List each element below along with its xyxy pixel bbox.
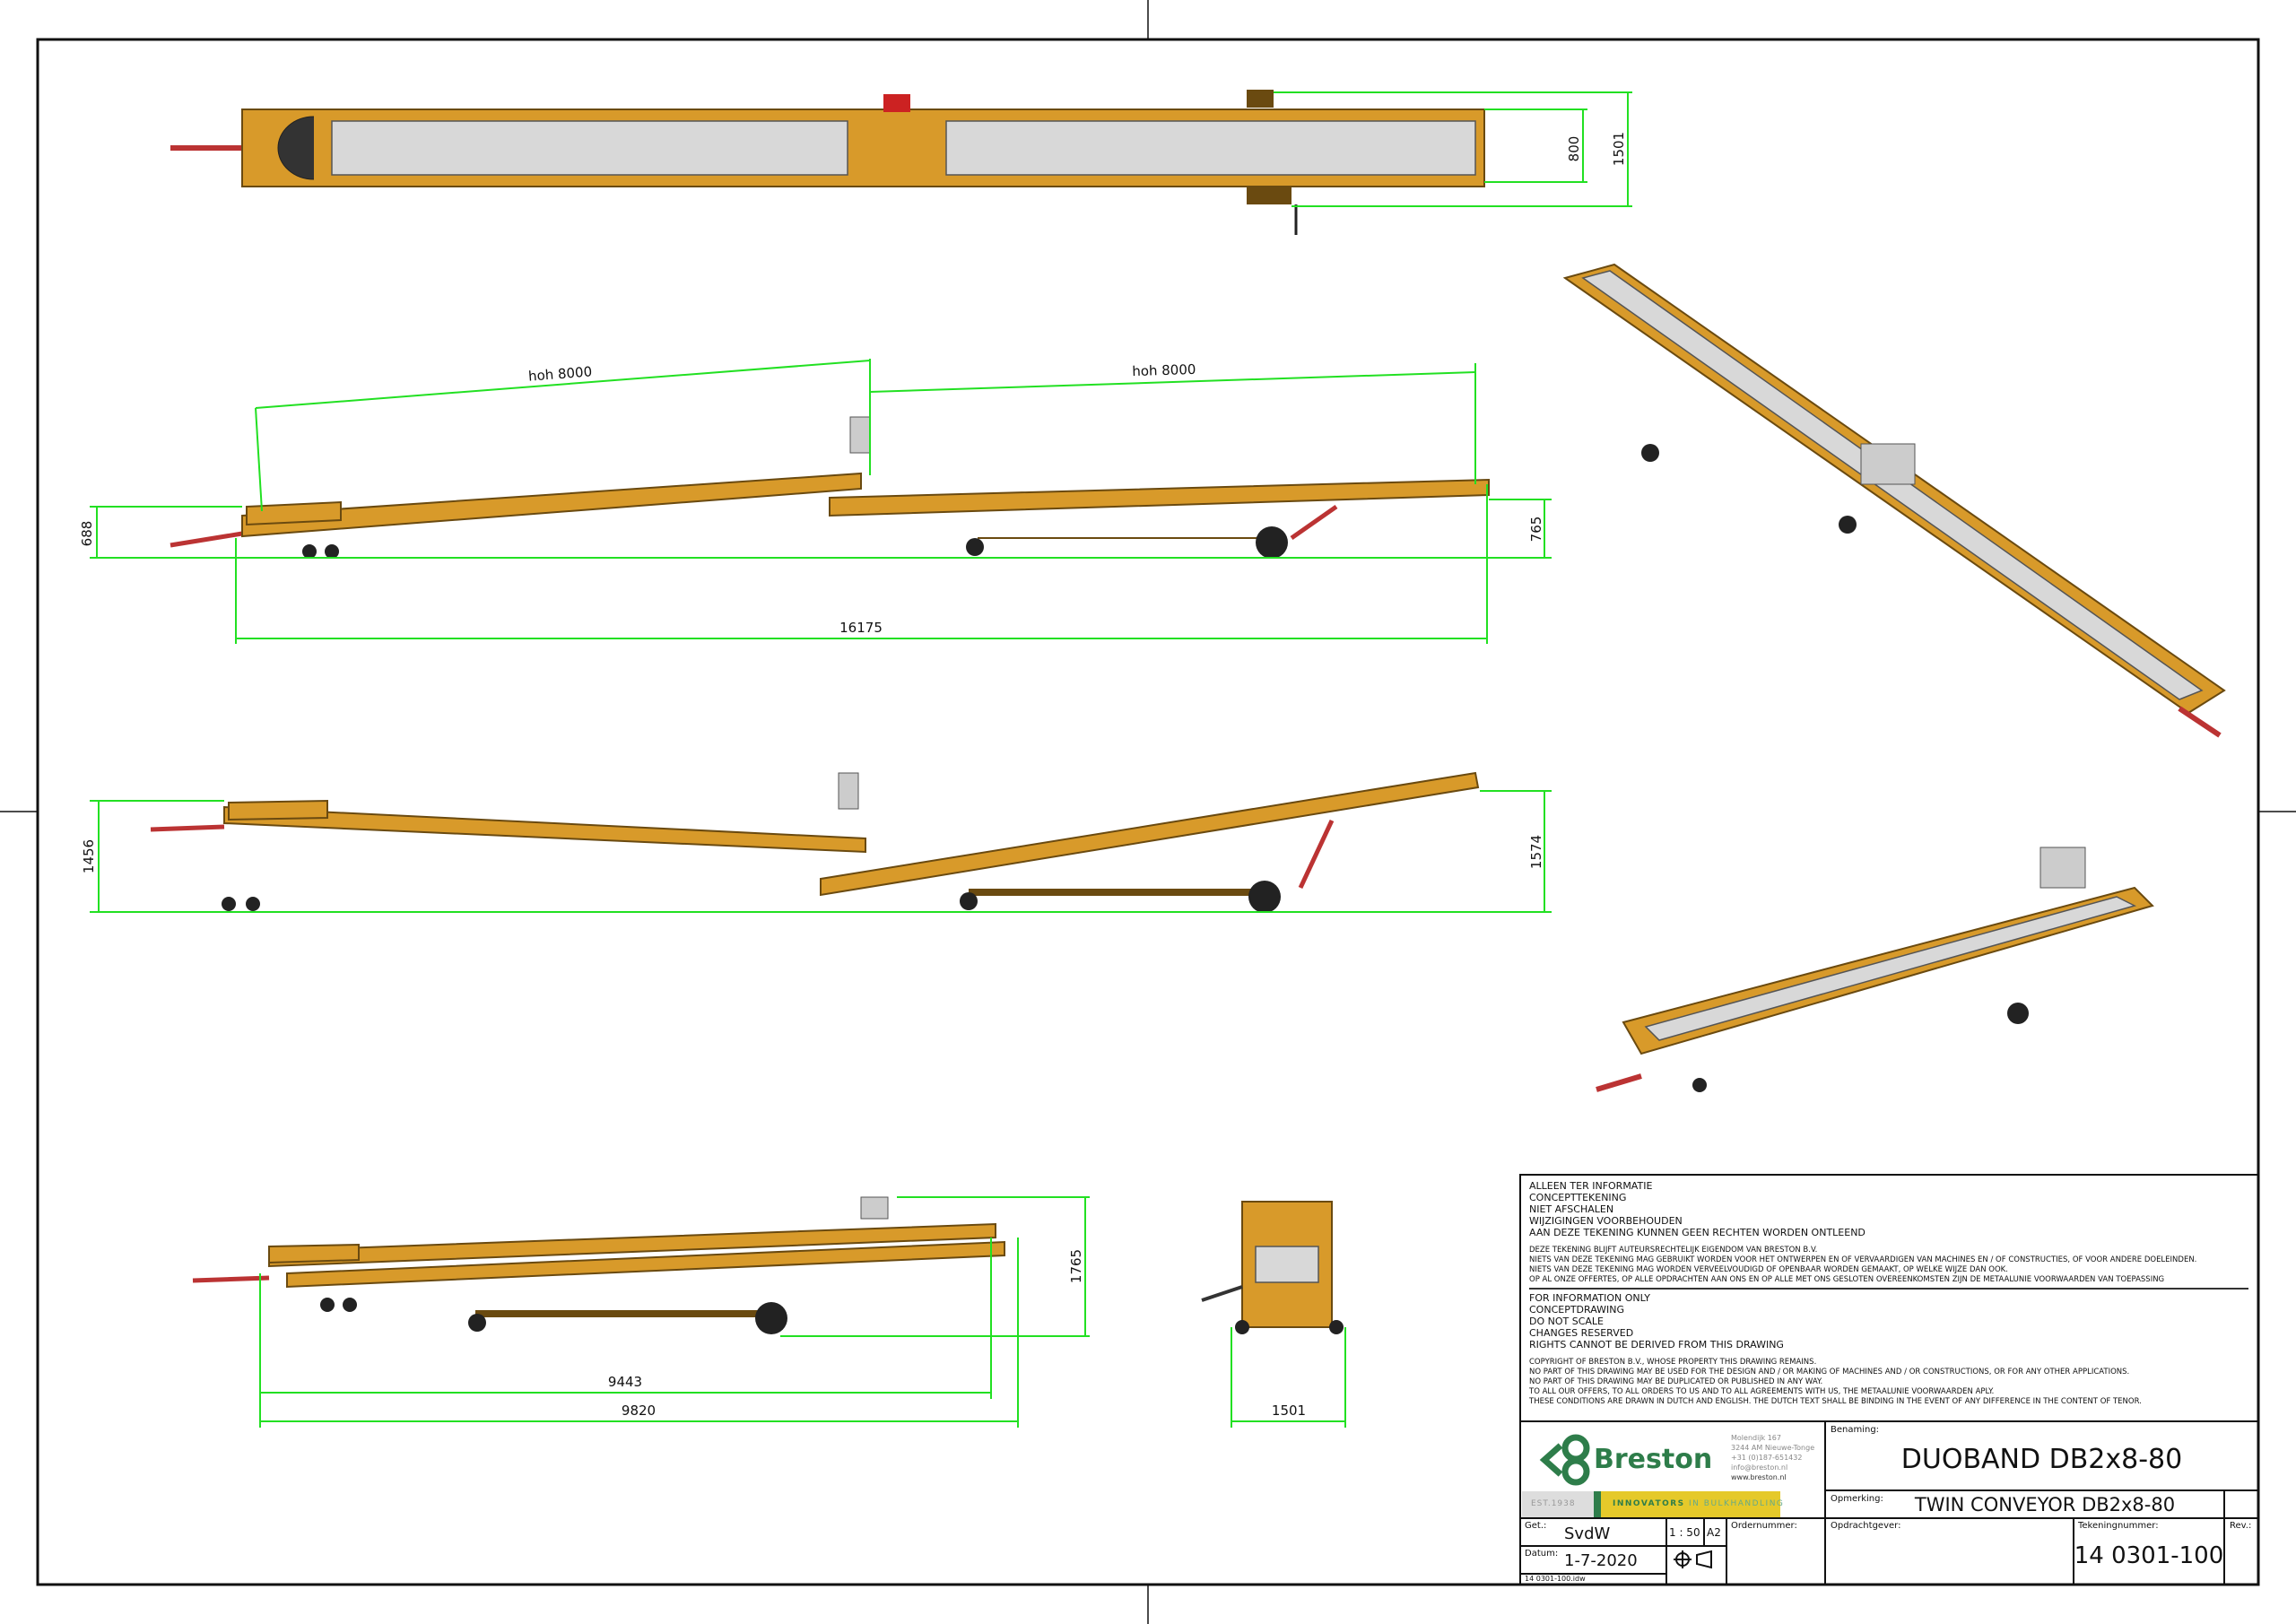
file-name: 14 0301-100.idw [1525,1575,1586,1583]
note: NIET AFSCHALEN [1529,1203,1614,1215]
drawing-number: 14 0301-100 [2074,1542,2224,1569]
dim-800: 800 [1566,136,1582,162]
isometric-view-1 [1562,263,2226,738]
title-block-frame [1519,1174,2259,1585]
notes-english: FOR INFORMATION ONLY CONCEPTDRAWING DO N… [1522,1292,2256,1350]
side-view-3-dimensions: 1765 9443 9820 [259,1196,1090,1428]
dim-hoh-right: hoh 8000 [1132,361,1196,379]
side-view-2-dimensions: 1456 1574 [81,790,1552,913]
dim-9820: 9820 [622,1403,656,1419]
sheet-format: A2 [1707,1526,1721,1539]
note: DEZE TEKENING BLIJFT AUTEURSRECHTELIJK E… [1529,1246,1818,1255]
est-band [1522,1491,1594,1517]
note: RIGHTS CANNOT BE DERIVED FROM THIS DRAWI… [1529,1339,1784,1350]
scale: 1 : 50 [1669,1526,1700,1539]
side-view-1-dimensions: hoh 8000 hoh 8000 688 765 16175 [79,359,1552,644]
slogan-bold: INNOVATORS [1613,1499,1685,1508]
est-label: EST.1938 [1531,1499,1576,1508]
top-view-dimensions: 800 1501 [1274,91,1632,207]
breston-logo-icon [1539,1434,1590,1486]
slogan-band [1601,1491,1780,1517]
datum-label: Datum: [1525,1549,1559,1559]
side-view-3 [192,1196,1005,1334]
dim-1765: 1765 [1068,1249,1084,1283]
dim-688: 688 [79,521,95,547]
slogan: INNOVATORS IN BULKHANDLING [1613,1499,1784,1508]
drawing-date: 1-7-2020 [1564,1551,1638,1570]
note: NO PART OF THIS DRAWING MAY BE USED FOR … [1529,1368,2130,1376]
opmerking-label: Opmerking: [1831,1494,1883,1504]
dim-1574: 1574 [1528,835,1544,869]
note: TO ALL OUR OFFERS, TO ALL ORDERS TO US A… [1529,1387,1995,1396]
drawing-subtitle: TWIN CONVEYOR DB2x8-80 [1914,1494,2176,1515]
isometric-view-2 [1596,847,2154,1092]
dim-1501-front: 1501 [1272,1403,1306,1419]
notes-dutch-legal: DEZE TEKENING BLIJFT AUTEURSRECHTELIJK E… [1522,1246,2256,1285]
note: NO PART OF THIS DRAWING MAY BE DUPLICATE… [1529,1377,1823,1386]
notes-english-legal: COPYRIGHT OF BRESTON B.V., WHOSE PROPERT… [1522,1358,2256,1407]
note: COPYRIGHT OF BRESTON B.V., WHOSE PROPERT… [1529,1358,1817,1367]
benaming-label: Benaming: [1831,1425,1880,1435]
note: NIETS VAN DEZE TEKENING MAG WORDEN VERVE… [1529,1265,2008,1274]
get-label: Get.: [1525,1521,1547,1531]
note: ALLEEN TER INFORMATIE [1529,1180,1653,1192]
company-name: Breston [1594,1444,1713,1475]
note: FOR INFORMATION ONLY [1529,1292,1651,1304]
dim-1501-top: 1501 [1611,132,1627,166]
dim-765: 765 [1528,517,1544,543]
dim-1456: 1456 [81,839,97,873]
slogan-rest: IN BULKHANDLING [1684,1499,1785,1508]
notes-dutch: ALLEEN TER INFORMATIE CONCEPTTEKENING NI… [1522,1180,2256,1238]
note: CHANGES RESERVED [1529,1327,1634,1339]
front-view: 1501 [1201,1201,1346,1428]
address-line: Molendijk 167 [1731,1434,1781,1442]
note: NIETS VAN DEZE TEKENING MAG GEBRUIKT WOR… [1529,1255,2197,1264]
tekeningnummer-label: Tekeningnummer: [2078,1521,2159,1531]
address-line: 3244 AM Nieuwe-Tonge [1731,1444,1815,1452]
note: WIJZIGINGEN VOORBEHOUDEN [1529,1215,1683,1227]
note: AAN DEZE TEKENING KUNNEN GEEN RECHTEN WO… [1529,1227,1866,1238]
note: OP AL ONZE OFFERTES, OP ALLE OPDRACHTEN … [1529,1275,2165,1284]
dim-16175: 16175 [839,620,883,636]
note: DO NOT SCALE [1529,1316,1604,1327]
projection-symbol-icon [1674,1550,1712,1569]
green-band [1594,1491,1601,1517]
side-view-2 [150,771,1480,913]
drawing-title: DUOBAND DB2x8-80 [1900,1444,2183,1475]
notes-divider [1529,1288,2248,1290]
rev-label: Rev.: [2230,1521,2252,1531]
address-line: +31 (0)187-651432 [1731,1454,1803,1462]
opdrachtgever-label: Opdrachtgever: [1831,1521,1901,1531]
address-line: info@breston.nl [1731,1463,1788,1472]
note: CONCEPTDRAWING [1529,1304,1625,1316]
dim-hoh-left: hoh 8000 [527,363,592,384]
dim-9443: 9443 [608,1374,642,1390]
ordernummer-label: Ordernummer: [1731,1521,1797,1531]
note: THESE CONDITIONS ARE DRAWN IN DUTCH AND … [1529,1397,2142,1406]
top-view [170,90,1485,235]
company-address: Molendijk 167 3244 AM Nieuwe-Tonge +31 (… [1731,1433,1814,1482]
note: CONCEPTTEKENING [1529,1192,1627,1203]
company-website: www.breston.nl [1731,1473,1787,1481]
drawing-notes: ALLEEN TER INFORMATIE CONCEPTTEKENING NI… [1522,1177,2256,1420]
drawn-by: SvdW [1564,1524,1611,1543]
side-view-1 [170,416,1490,559]
